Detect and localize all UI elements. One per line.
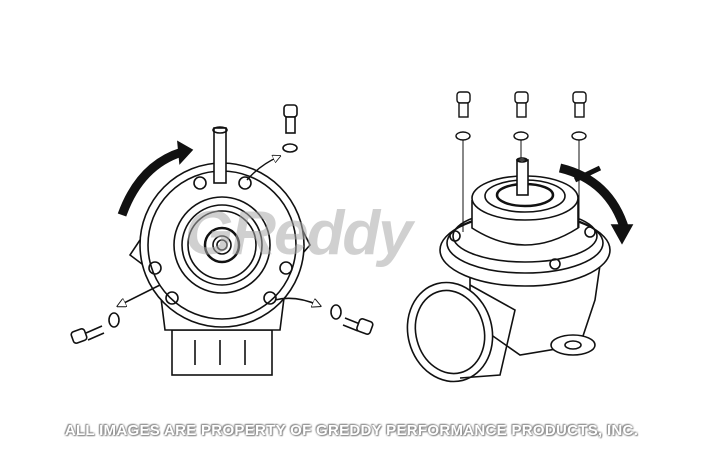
left-valve-front-view: [70, 104, 374, 376]
copyright-notice: ALL IMAGES ARE PROPERTY OF GREDDY PERFOR…: [64, 422, 639, 439]
bolts-right: [455, 91, 587, 232]
screw-holes: [148, 176, 293, 305]
arrow-head-icon: [177, 140, 194, 165]
bolt-right-bottom: [330, 304, 374, 335]
bolt-left-top: [282, 104, 298, 153]
bolt-left-bottom: [70, 312, 120, 344]
rotation-arrow-left: [117, 147, 184, 217]
right-valve-perspective-view: [406, 91, 634, 383]
arrow-head-icon: [610, 224, 634, 245]
rotation-arrow-right: [558, 163, 630, 232]
